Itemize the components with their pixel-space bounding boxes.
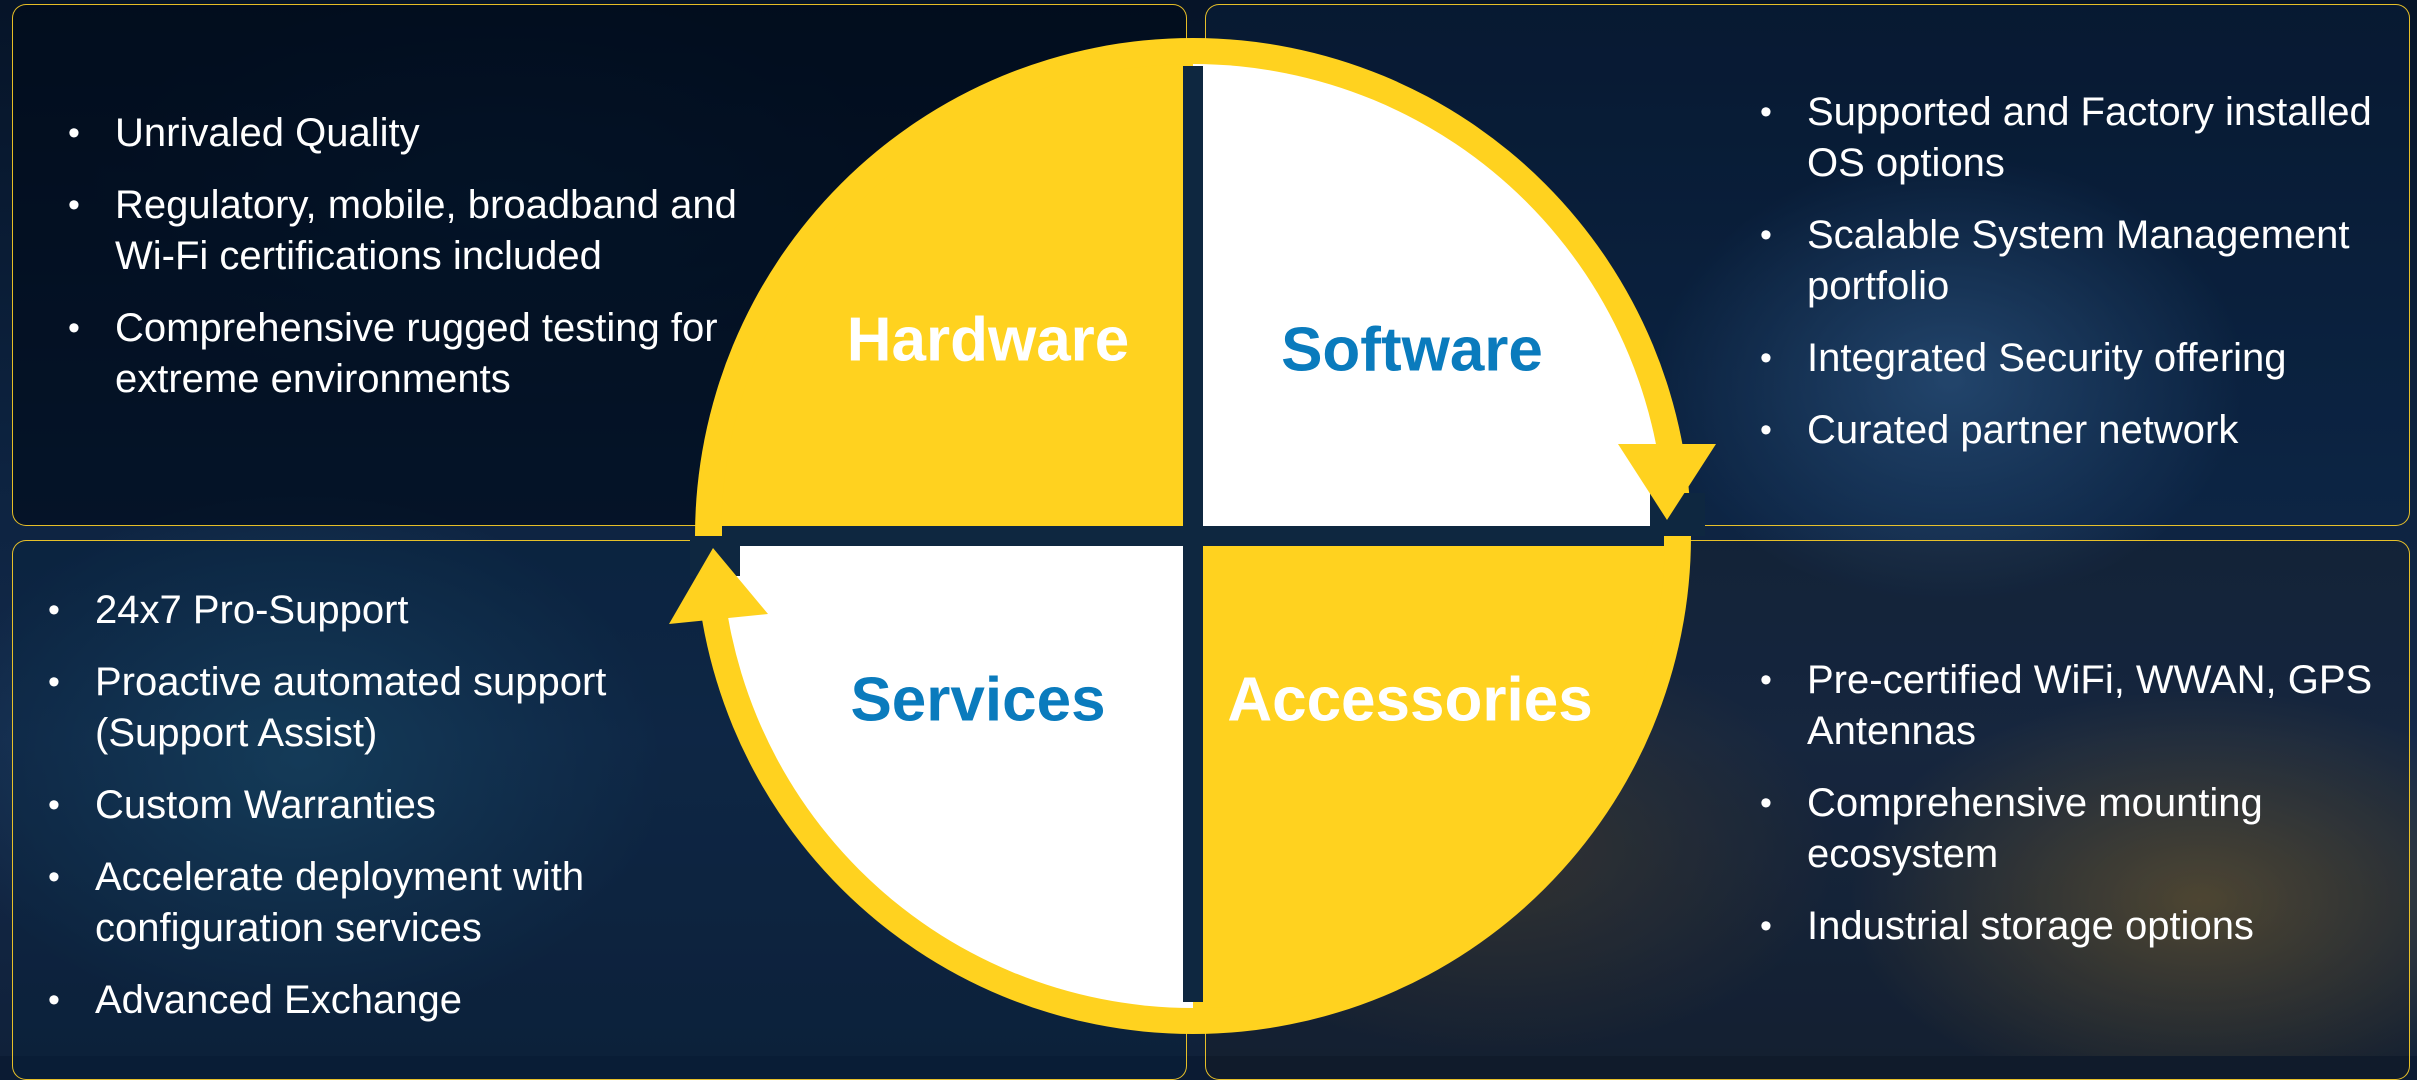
list-item: Pre-certified WiFi, WWAN, GPS Antennas — [1760, 655, 2380, 757]
list-item: Unrivaled Quality — [68, 108, 748, 159]
accessories-label: Accessories — [1227, 665, 1593, 735]
software-label: Software — [1281, 315, 1543, 385]
list-item: Custom Warranties — [48, 780, 708, 831]
horizontal-divider — [722, 526, 1664, 546]
list-item: Industrial storage options — [1760, 901, 2380, 952]
quadrant-software — [1193, 64, 1665, 536]
list-item: Scalable System Management portfolio — [1760, 210, 2400, 312]
list-item: 24x7 Pro-Support — [48, 585, 708, 636]
list-item: Regulatory, mobile, broadband and Wi-Fi … — [68, 180, 748, 282]
list-item: Curated partner network — [1760, 405, 2400, 456]
services-bullet-list: 24x7 Pro-Support Proactive automated sup… — [48, 585, 708, 1047]
list-item: Advanced Exchange — [48, 975, 708, 1026]
hardware-bullet-list: Unrivaled Quality Regulatory, mobile, br… — [68, 108, 748, 426]
quadrant-accessories — [1193, 536, 1665, 1008]
cycle-diagram — [669, 38, 1716, 1034]
services-label: Services — [850, 665, 1106, 735]
list-item: Comprehensive mounting ecosystem — [1760, 778, 2380, 880]
software-bullet-list: Supported and Factory installed OS optio… — [1760, 87, 2400, 477]
list-item: Accelerate deployment with configuration… — [48, 852, 708, 954]
list-item: Supported and Factory installed OS optio… — [1760, 87, 2400, 189]
list-item: Integrated Security offering — [1760, 333, 2400, 384]
arrow-head-right-icon — [1618, 444, 1716, 520]
quadrant-hardware — [721, 64, 1193, 536]
arrow-head-left-icon — [669, 548, 768, 624]
accessories-bullet-list: Pre-certified WiFi, WWAN, GPS Antennas C… — [1760, 655, 2380, 973]
list-item: Proactive automated support (Support Ass… — [48, 657, 708, 759]
hardware-label: Hardware — [846, 305, 1130, 375]
quadrant-services — [721, 536, 1193, 1008]
list-item: Comprehensive rugged testing for extreme… — [68, 303, 748, 405]
